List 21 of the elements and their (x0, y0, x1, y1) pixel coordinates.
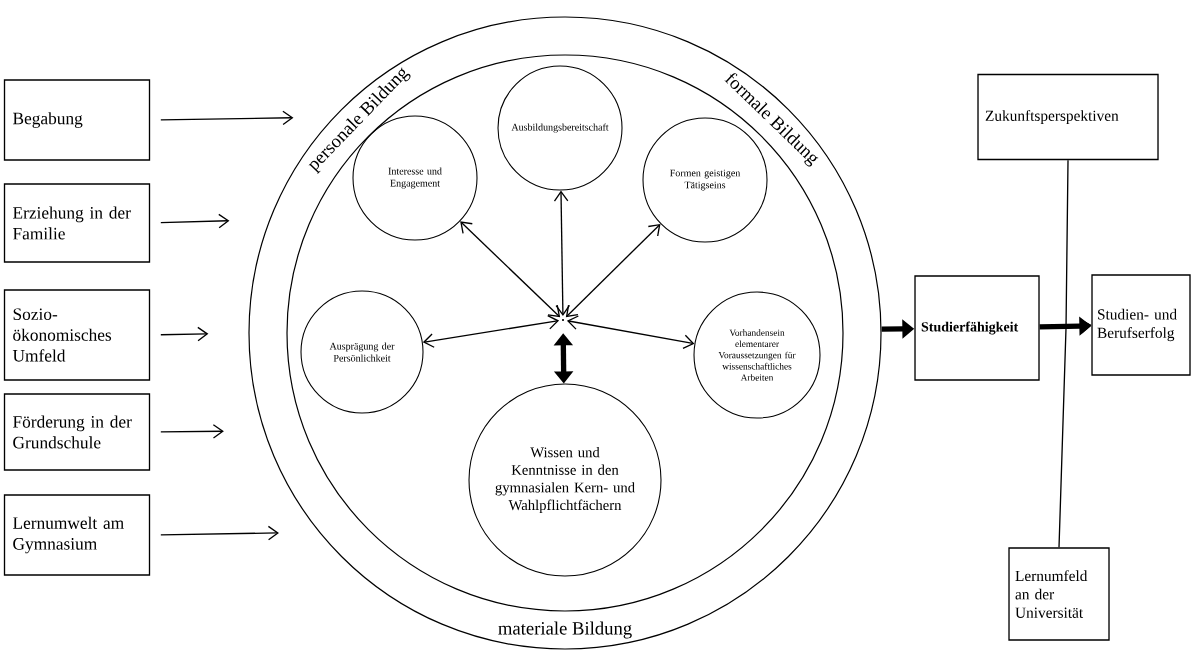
ring-label: materiale Bildung (498, 621, 632, 639)
factor-box: Begabung (3, 79, 151, 161)
factor-box: Förderung in der Grundschule (3, 393, 151, 471)
factor-box: Erziehung in der Familie (3, 183, 151, 263)
arrow (160, 525, 279, 541)
circle (286, 54, 844, 612)
arrow (553, 190, 571, 317)
result-box: Studierfähigkeit (914, 275, 1040, 381)
arrow (566, 315, 695, 350)
arrow (160, 213, 230, 229)
arrow (460, 221, 561, 318)
factor-box: Sozio-ökonomisches Umfeld (3, 289, 151, 381)
factor-box: Zukunftsperspektiven (977, 73, 1159, 161)
arrow (160, 110, 294, 126)
factor-box: Lernumfeld an der Universität (1008, 547, 1110, 641)
arrow (160, 424, 224, 439)
arrow (422, 315, 560, 348)
arrow (565, 223, 661, 318)
arrow (160, 326, 209, 342)
factor-box: Lernumwelt am Gymnasium (3, 494, 151, 576)
result-box: Studien- und Berufserfolg (1091, 274, 1191, 376)
